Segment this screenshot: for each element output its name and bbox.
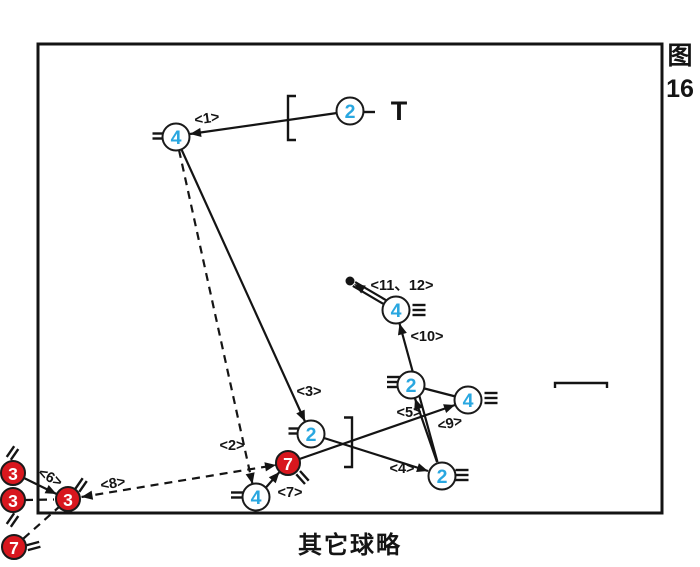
sequence-label: <9> — [436, 413, 464, 435]
player-number-n4-bottom: 4 — [251, 487, 262, 509]
tick-mark — [5, 445, 16, 458]
movement-8-arrowhead — [264, 462, 276, 472]
court-boundary — [36, 42, 664, 515]
player-node-n2-mid — [396, 370, 426, 400]
player-node-n7-bottom — [1, 534, 27, 560]
tick-mark — [9, 448, 20, 461]
player-node-n4-bottom — [241, 482, 271, 512]
player-number-n2-mid: 2 — [406, 375, 417, 397]
sequence-label: <4> — [390, 461, 415, 477]
sequence-label: <10> — [410, 329, 443, 345]
player-node-n4-mid — [381, 295, 411, 325]
player-number-n7-mid: 7 — [283, 454, 293, 474]
player-node-n3-c — [55, 486, 81, 512]
movement-3 — [180, 149, 307, 422]
bracket-top — [286, 94, 296, 142]
movement-9 — [299, 403, 456, 461]
movement-3-arrowhead — [296, 409, 305, 422]
tick-mark — [27, 545, 41, 552]
player-number-n3-a: 3 — [8, 464, 18, 484]
caption: 其它球略 — [298, 532, 402, 559]
sequence-label: <11、12> — [371, 278, 434, 294]
movement-5 — [413, 398, 439, 463]
player-node-n2-left — [296, 419, 326, 449]
player-node-n7-mid — [275, 450, 301, 476]
player-node-n3-a — [0, 460, 26, 486]
net-mark-right — [553, 381, 609, 388]
player-number-n3-b: 3 — [8, 491, 18, 511]
player-number-n7-bottom: 7 — [9, 538, 19, 558]
sequence-label: <5> — [397, 405, 422, 421]
player-number-n2-left: 2 — [306, 424, 317, 446]
tick-mark — [5, 512, 16, 525]
movement-2 — [177, 149, 254, 485]
movement-6-arrowhead — [44, 485, 57, 494]
player-number-n4-right: 4 — [463, 390, 474, 412]
player-node-n2-top — [335, 96, 365, 126]
movement-link-3-3 — [24, 498, 55, 502]
bracket-middle — [344, 416, 354, 469]
player-number-n4-mid: 4 — [391, 300, 402, 322]
player-node-n2-botright — [427, 461, 457, 491]
sequence-label: <8> — [99, 474, 126, 494]
figure-label: 图 — [667, 42, 693, 70]
movement-5-arrowhead — [414, 398, 423, 411]
player-node-n4-right — [453, 385, 483, 415]
sequence-label: <3> — [297, 384, 322, 400]
player-node-n4-topleft — [161, 122, 191, 152]
figure-id: 图 16 — [662, 40, 698, 106]
movement-8-arrowhead — [81, 490, 94, 500]
movement-1 — [189, 111, 338, 136]
movement-10-arrowhead — [397, 323, 407, 336]
figure-number: 16 — [666, 75, 694, 103]
player-number-n3-c: 3 — [63, 490, 73, 510]
player-number-n2-top: 2 — [345, 101, 356, 123]
movement-11-12-arrowhead — [354, 284, 366, 294]
movement-link-7-3 — [22, 506, 60, 540]
player-number-n4-topleft: 4 — [171, 127, 182, 149]
tick-mark — [74, 477, 84, 490]
tick-mark — [299, 470, 310, 482]
movement-8 — [81, 463, 277, 499]
player-number-n2-botright: 2 — [437, 466, 448, 488]
sequence-label: <2> — [220, 438, 245, 454]
movement-7-arrowhead — [268, 472, 280, 484]
tick-mark — [26, 540, 40, 547]
player-node-n3-b — [0, 487, 26, 513]
tee-marker: T — [391, 96, 408, 126]
movement-link-2-4 — [424, 387, 456, 398]
sequence-label: <1> — [194, 109, 221, 128]
movement-2-arrowhead — [245, 472, 255, 484]
movement-4-arrowhead — [416, 463, 428, 473]
movement-9-arrowhead — [443, 404, 455, 413]
sequence-label: <7> — [278, 485, 303, 501]
ball-dot — [345, 276, 355, 286]
tick-mark — [295, 473, 306, 485]
movement-1-arrowhead — [190, 127, 202, 137]
tick-mark — [9, 515, 20, 528]
tick-mark — [78, 480, 88, 493]
sequence-label: <6> — [35, 465, 65, 491]
